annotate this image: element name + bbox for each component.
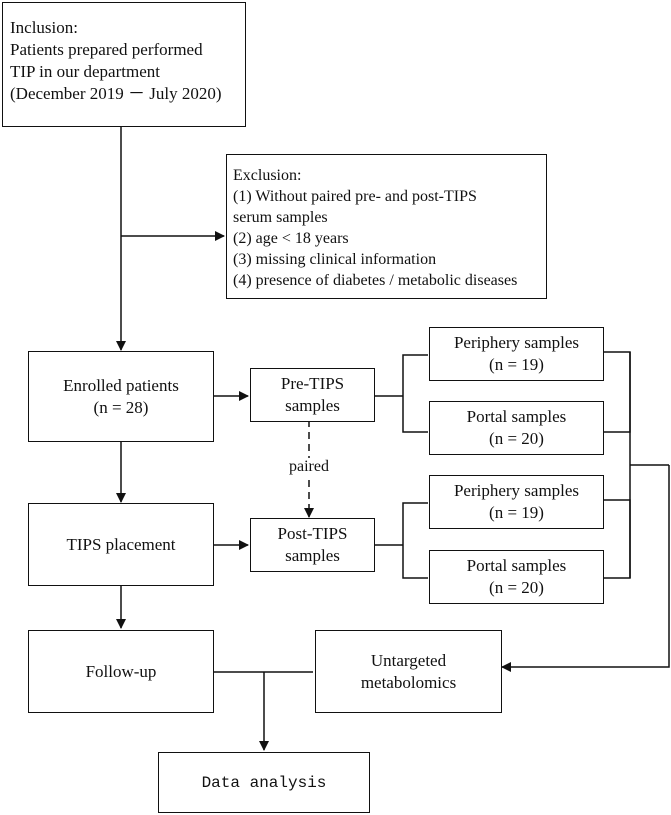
metabolomics-label: Untargeted [370,650,447,670]
tips-placement-label: TIPS placement [66,534,176,554]
enrolled-patients-box: Enrolled patients (n = 28) [28,351,214,442]
pre-portal-label: Portal samples [466,407,567,426]
inclusion-box: Inclusion: Patients prepared performed T… [2,2,246,127]
data-analysis-label: Data analysis [201,773,327,792]
exclusion-line: (1) Without paired pre- and post-TIPS [233,188,477,205]
inclusion-line: Patients prepared performed [10,40,203,59]
post-tips-sub: samples [285,546,340,565]
follow-up-label: Follow-up [85,661,157,681]
post-portal-count: (n = 20) [489,578,544,597]
exclusion-line: serum samples [233,209,328,226]
post-portal-box: Portal samples (n = 20) [429,550,604,604]
arrow-to-metabolomics [501,465,670,672]
pre-tips-sub: samples [285,396,340,415]
pre-tips-label: Pre-TIPS [280,374,345,393]
metabolomics-sub: metabolomics [360,672,457,692]
exclusion-line: (3) missing clinical information [233,251,437,268]
exclusion-title: Exclusion: [233,167,302,184]
enrolled-count: (n = 28) [93,397,149,417]
post-portal-label: Portal samples [466,556,567,575]
pretips-bracket [402,354,428,433]
pre-collector [603,351,631,433]
pre-portal-box: Portal samples (n = 20) [429,401,604,455]
pre-periphery-label: Periphery samples [453,333,580,352]
exclusion-box: Exclusion: (1) Without paired pre- and p… [226,154,547,299]
post-tips-samples-box: Post-TIPS samples [250,518,375,572]
post-periphery-label: Periphery samples [453,481,580,500]
tips-placement-box: TIPS placement [28,503,214,586]
inclusion-title: Inclusion: [10,18,78,37]
pre-periphery-box: Periphery samples (n = 19) [429,327,604,381]
exclusion-line: (2) age < 18 years [233,230,349,247]
pre-portal-count: (n = 20) [489,429,544,448]
post-periphery-box: Periphery samples (n = 19) [429,475,604,529]
inclusion-line: TIP in our department [10,62,160,81]
paired-label: paired [287,458,331,476]
exclusion-line: (4) presence of diabetes / metabolic dis… [233,272,518,289]
post-tips-label: Post-TIPS [277,524,348,543]
data-analysis-box: Data analysis [158,752,370,813]
enrolled-label: Enrolled patients [63,375,179,395]
post-collector [603,499,631,579]
inclusion-line: (December 2019 － July 2020) [10,84,222,103]
pre-periphery-count: (n = 19) [489,355,544,374]
post-periphery-count: (n = 19) [489,503,544,522]
follow-up-box: Follow-up [28,630,214,713]
untargeted-metabolomics-box: Untargeted metabolomics [315,630,502,713]
posttips-bracket [402,502,428,579]
pre-tips-samples-box: Pre-TIPS samples [250,368,375,422]
